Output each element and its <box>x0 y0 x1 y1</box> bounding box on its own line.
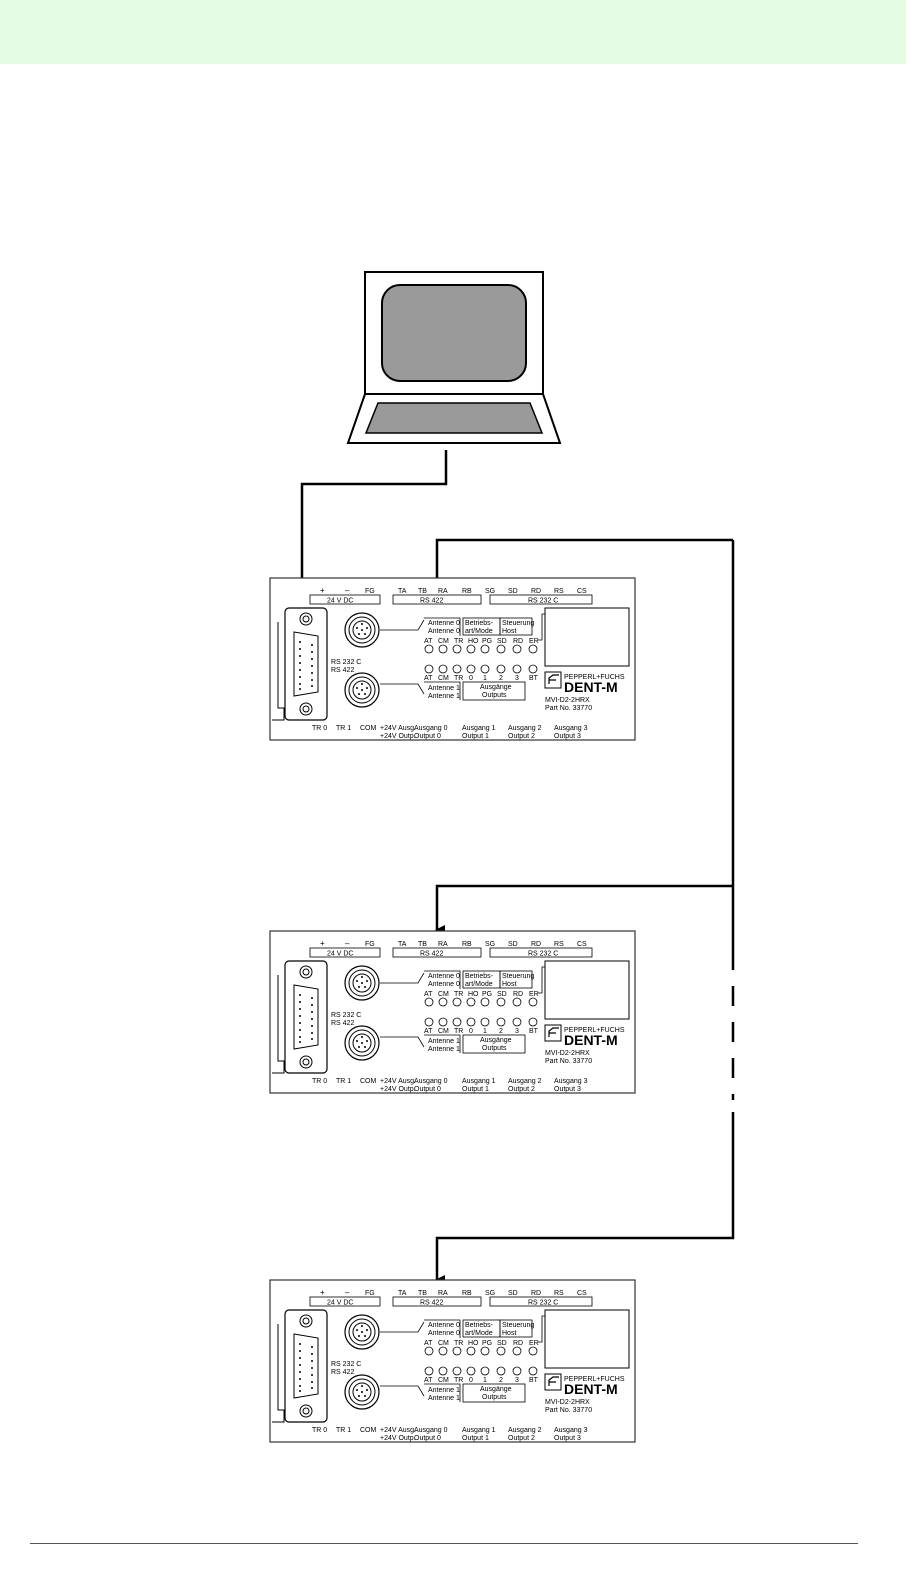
term-out3-en: Output 3 <box>554 733 581 740</box>
term-tr0: TR 0 <box>312 725 327 732</box>
rs232-label: RS 232 C <box>528 598 558 605</box>
led-label: SD <box>497 638 507 645</box>
term-rb: RB <box>462 588 472 595</box>
antenna1-label-de: Antenne 1 <box>428 685 460 692</box>
model-number: MVI-D2-2HRX <box>545 697 590 704</box>
pepperl-fuchs-logo <box>544 671 562 689</box>
led-label: ER <box>529 638 539 645</box>
term-out1: Ausgang 1 <box>462 725 496 732</box>
term-out2-en: Output 2 <box>508 733 535 740</box>
header-bar <box>0 0 906 64</box>
host-label-en: Host <box>502 628 516 635</box>
term-out3: Ausgang 3 <box>554 725 588 732</box>
term-out0-en: Output 0 <box>414 733 441 740</box>
term-ra: RA <box>438 588 448 595</box>
host-label-de: Steuerung <box>502 620 534 627</box>
led-label: 3 <box>515 675 519 682</box>
term-out1-en: Output 1 <box>462 733 489 740</box>
term-com: COM <box>360 725 377 732</box>
term-plus: + <box>320 586 325 595</box>
term-tb: TB <box>418 588 427 595</box>
term-ta: TA <box>398 588 407 595</box>
product-name: DENT-M <box>564 679 618 695</box>
sub-d-connector <box>272 607 328 721</box>
module-1: + – FG 24 V DC TA TB RA RB RS 422 SG SD … <box>269 577 636 741</box>
term-fg: FG <box>365 588 375 595</box>
term-rd: RD <box>531 588 541 595</box>
led-label: TR <box>454 675 463 682</box>
footer-rule <box>30 1543 858 1544</box>
led-label: CM <box>438 638 449 645</box>
term-cs: CS <box>577 588 587 595</box>
rs422-label: RS 422 <box>420 598 443 605</box>
mode-label-en: art/Mode <box>465 628 493 635</box>
power-label: 24 V DC <box>327 598 353 605</box>
rs422-bus-line <box>435 538 735 1285</box>
part-number: Part No. 33770 <box>545 705 592 712</box>
term-minus: – <box>345 586 350 595</box>
term-sg: SG <box>485 588 495 595</box>
subd-label-rs422: RS 422 <box>331 667 354 674</box>
led-row-2: AT CM TR 0 1 2 3 BT <box>424 664 539 682</box>
display-window <box>544 607 630 667</box>
led-label: CM <box>438 675 449 682</box>
antenna0-label-en: Antenne 0 <box>428 628 460 635</box>
led-label: 2 <box>499 675 503 682</box>
led-label: BT <box>529 675 539 682</box>
term-tr1: TR 1 <box>336 725 351 732</box>
term-out2: Ausgang 2 <box>508 725 542 732</box>
led-row-1: AT CM TR HO PG SD RD ER <box>424 613 545 654</box>
antenna-0-connector <box>344 612 380 648</box>
led-label: PG <box>482 638 492 645</box>
led-label: AT <box>424 638 433 645</box>
antenna0-label-de: Antenne 0 <box>428 620 460 627</box>
led-label: TR <box>454 638 463 645</box>
led-label: RD <box>513 638 523 645</box>
outputs-label-de: Ausgänge <box>480 684 512 691</box>
term-24v: +24V Ausg. <box>380 725 416 732</box>
laptop-icon <box>346 271 562 444</box>
term-out0: Ausgang 0 <box>414 725 448 732</box>
module-2 <box>269 930 636 1094</box>
term-sd: SD <box>508 588 518 595</box>
rs232-cable <box>300 450 448 609</box>
module-3 <box>269 1279 636 1443</box>
laptop-screen <box>381 284 527 382</box>
led-label: 1 <box>483 675 487 682</box>
led-label: AT <box>424 675 433 682</box>
outputs-label-en: Outputs <box>482 692 507 699</box>
led-label: 0 <box>469 675 473 682</box>
term-24v-en: +24V Outp. <box>380 733 416 740</box>
brand-name: PEPPERL+FUCHS <box>564 674 625 681</box>
mode-label-de: Betriebs- <box>465 620 494 627</box>
led-label: HO <box>468 638 479 645</box>
term-rs: RS <box>554 588 564 595</box>
antenna-1-connector <box>344 672 380 708</box>
subd-label-rs232: RS 232 C <box>331 659 361 666</box>
antenna1-label-en: Antenne 1 <box>428 693 460 700</box>
